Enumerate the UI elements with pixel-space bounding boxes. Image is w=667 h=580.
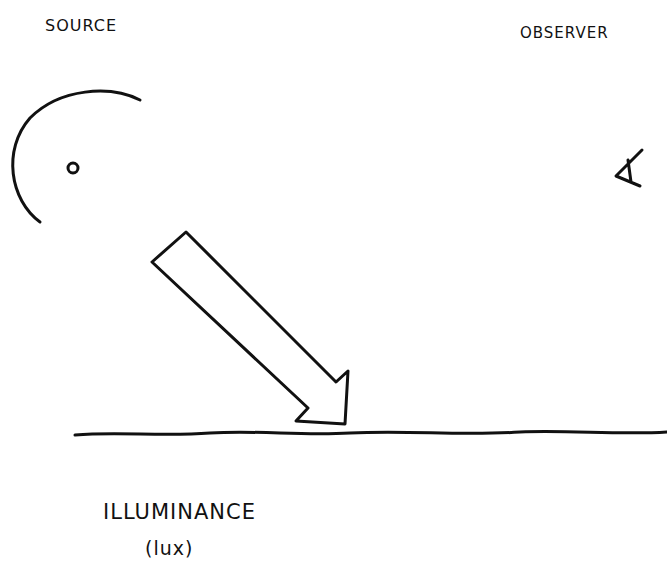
observer-label: OBSERVER [520, 24, 609, 42]
observer-eye [616, 150, 642, 186]
surface-line [75, 432, 667, 435]
light-arrow [152, 232, 348, 424]
source-lamp [68, 163, 78, 173]
source-reflector [13, 91, 140, 222]
unit-label: (lux) [145, 537, 193, 559]
quantity-label: ILLUMINANCE [103, 500, 256, 524]
source-label: SOURCE [45, 16, 117, 35]
